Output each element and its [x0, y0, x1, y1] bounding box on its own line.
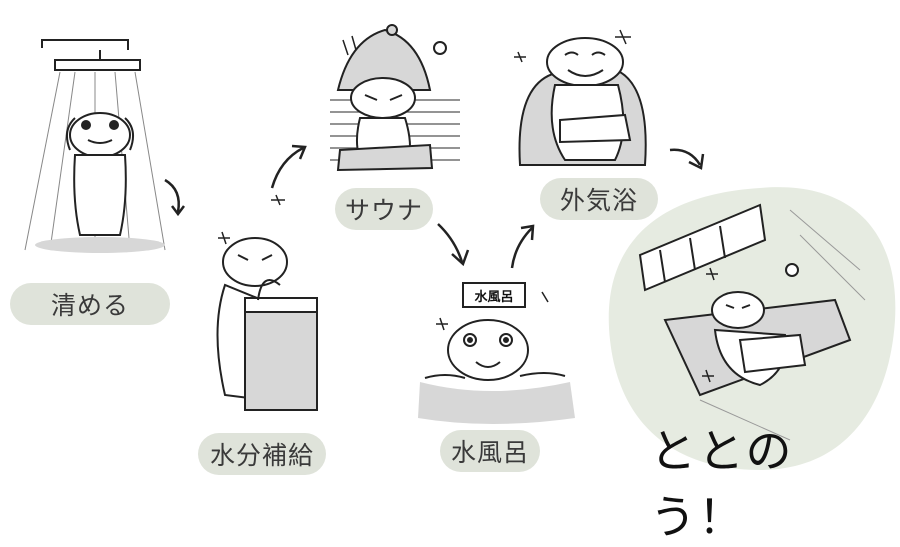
finale-title: ととのう！ — [650, 424, 794, 544]
totonou-frog-illustration — [638, 203, 866, 441]
illustration-layer — [24, 24, 896, 470]
cold-bath-sign: 水風呂 — [462, 282, 526, 308]
step-label-wash: 清める — [10, 283, 170, 325]
cold-bath-frog-illustration — [418, 291, 575, 424]
outdoor-rest-frog-illustration — [514, 29, 647, 166]
step-label-cold-bath: 水風呂 — [440, 430, 540, 472]
step-label-hydrate: 水分補給 — [198, 433, 326, 475]
arrow-hydrate-to-sauna — [270, 144, 307, 189]
arrow-sauna-to-cold-bath — [437, 223, 470, 267]
sauna-routine-diagram: 清める 水分補給 サウナ 水風呂 外気浴 水風呂 ととのう！ — [10, 24, 896, 544]
arrow-outdoor-to-finale — [669, 148, 705, 170]
step-label-sauna: サウナ — [335, 188, 433, 230]
arrow-cold-bath-to-outdoor — [510, 224, 535, 269]
shower-frog-illustration — [24, 39, 185, 253]
sauna-frog-illustration — [330, 24, 460, 172]
hydrate-frog-illustration — [216, 194, 318, 411]
step-label-outdoor-rest: 外気浴 — [540, 178, 658, 220]
